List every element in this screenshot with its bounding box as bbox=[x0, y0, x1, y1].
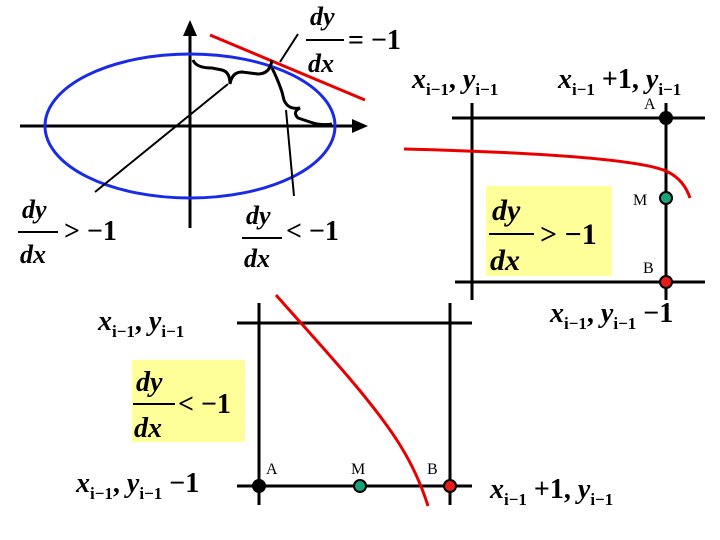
grid3-slope-rel: < −1 bbox=[178, 389, 231, 420]
slope-lt-box-label: dy dx < −1 bbox=[133, 367, 231, 444]
slope-lt-den: dx bbox=[244, 244, 270, 273]
ellipse-diagram: dy dx = −1 dy dx > −1 dy dx < −1 bbox=[18, 2, 401, 273]
grid2-coord-top-right: xi−1 +1, yi−1 bbox=[557, 64, 681, 99]
slope-eq-label: dy dx = −1 bbox=[306, 2, 401, 78]
grid3-point-a bbox=[252, 479, 266, 493]
leader-eq bbox=[279, 33, 299, 63]
leader-lt bbox=[285, 109, 295, 197]
slope-lt-label: dy dx < −1 bbox=[242, 201, 339, 273]
grid2-point-m bbox=[659, 191, 673, 205]
slope-lt-num: dy bbox=[246, 201, 271, 230]
grid3-label-a: A bbox=[266, 461, 278, 478]
slope-lt-highlight bbox=[132, 360, 245, 442]
slope-eq-den: dx bbox=[308, 49, 334, 78]
grid2-slope-num: dy bbox=[492, 194, 521, 227]
slope-gt-den: dx bbox=[20, 240, 46, 269]
grid-cell-gt: dy dx > −1 A M B xi−1, yi−1 xi−1 +1, yi−… bbox=[403, 64, 705, 333]
slope-gt-rel: > −1 bbox=[64, 216, 117, 247]
slope-gt-highlight bbox=[486, 186, 612, 276]
slope-eq-num: dy bbox=[310, 2, 335, 31]
slope-gt-num: dy bbox=[22, 195, 47, 224]
ellipse bbox=[43, 52, 337, 200]
grid3-coord-bottom-right: xi−1 +1, yi−1 bbox=[489, 474, 613, 509]
slope-gt-box-label: dy dx > −1 bbox=[489, 194, 597, 277]
grid2-coord-top-left: xi−1, yi−1 bbox=[411, 64, 498, 99]
grid2-point-a bbox=[659, 111, 673, 125]
grid2-slope-den: dx bbox=[490, 244, 520, 277]
grid3-curve bbox=[274, 294, 430, 507]
grid3-point-m bbox=[353, 479, 367, 493]
grid2-slope-rel: > −1 bbox=[540, 218, 597, 251]
tangent-line bbox=[209, 33, 366, 102]
x-axis-arrowhead bbox=[352, 119, 368, 133]
grid3-label-b: B bbox=[427, 461, 438, 478]
y-axis-arrowhead bbox=[183, 20, 197, 36]
grid2-curve bbox=[403, 147, 692, 199]
slope-gt-label: dy dx > −1 bbox=[18, 195, 117, 269]
grid3-point-b bbox=[443, 479, 457, 493]
grid3-label-m: M bbox=[351, 461, 365, 478]
grid2-label-m: M bbox=[633, 192, 647, 209]
brace-right-arc bbox=[270, 67, 333, 127]
grid2-point-b bbox=[659, 275, 673, 289]
grid3-coord-top: xi−1, yi−1 bbox=[97, 306, 184, 341]
leader-gt bbox=[94, 83, 229, 193]
grid2-label-a: A bbox=[644, 96, 656, 113]
grid-cell-lt: dy dx < −1 A M B xi−1, yi−1 xi−1, yi−1 −… bbox=[75, 294, 613, 509]
slope-lt-rel: < −1 bbox=[286, 216, 339, 247]
brace-top-arc bbox=[191, 59, 274, 85]
grid3-slope-num: dy bbox=[136, 367, 163, 398]
slope-eq-rel: = −1 bbox=[348, 25, 401, 56]
grid2-coord-bottom: xi−1, yi−1 −1 bbox=[549, 298, 673, 333]
grid2-label-b: B bbox=[643, 260, 654, 277]
grid3-coord-bottom-left: xi−1, yi−1 −1 bbox=[75, 468, 199, 503]
grid3-slope-den: dx bbox=[134, 413, 162, 444]
